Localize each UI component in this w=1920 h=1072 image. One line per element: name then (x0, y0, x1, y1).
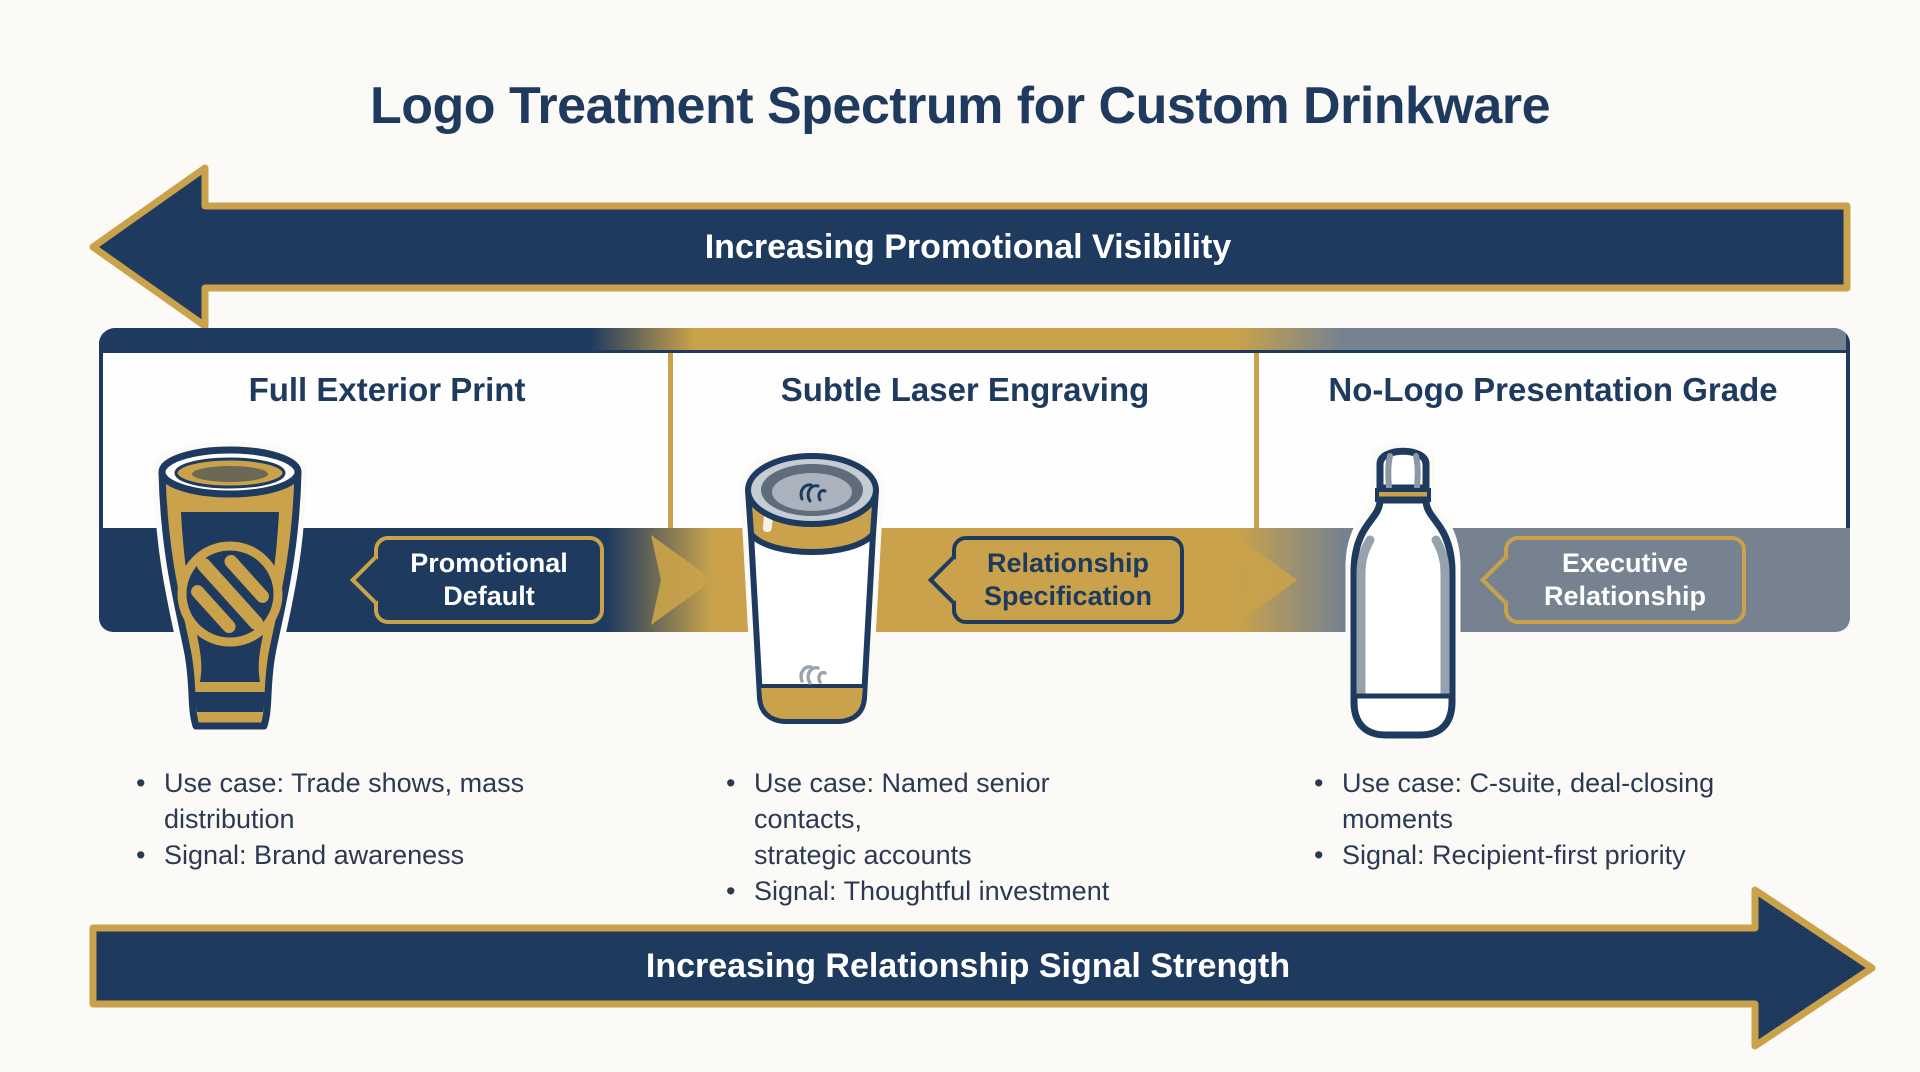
bullet-item: Signal: Thoughtful investment (718, 874, 1158, 910)
badge-relationship-specification: Relationship Specification (952, 536, 1184, 624)
badge-promotional-default: Promotional Default (374, 536, 604, 624)
panel-left-border (99, 328, 103, 528)
printed-tumbler-icon (158, 446, 302, 730)
engraved-tumbler-icon (745, 453, 879, 724)
bullet-item: Signal: Brand awareness (128, 838, 538, 874)
page-title: Logo Treatment Spectrum for Custom Drink… (370, 77, 1550, 135)
bullet-item: Signal: Recipient-first priority (1306, 838, 1736, 874)
top-arrow-left (89, 164, 1851, 330)
band-chevron-icon (1235, 535, 1297, 625)
column-header-no-logo-presentation-grade: No-Logo Presentation Grade (1328, 371, 1778, 408)
column-header-full-exterior-print: Full Exterior Print (248, 371, 526, 408)
column-divider-1 (668, 353, 673, 528)
panel-gradient-bar (99, 328, 1850, 353)
bottom-arrow-right (89, 886, 1876, 1050)
column-header-subtle-laser-engraving: Subtle Laser Engraving (780, 371, 1150, 408)
plain-bottle-icon (1350, 447, 1456, 739)
band-chevron-icon (651, 535, 713, 625)
badge-executive-relationship: Executive Relationship (1504, 536, 1746, 624)
panel-right-border (1846, 328, 1850, 528)
top-arrow-label: Increasing Promotional Visibility (704, 228, 1232, 266)
bullet-item: Use case: Trade shows, mass distribution (128, 766, 538, 838)
bullet-list-subtle-laser-engraving: Use case: Named senior contacts, strateg… (718, 766, 1158, 910)
column-divider-2 (1254, 353, 1259, 528)
bottom-arrow-label: Increasing Relationship Signal Strength (645, 947, 1291, 985)
bullet-item: Use case: C-suite, deal-closing moments (1306, 766, 1736, 838)
bullet-item: Use case: Named senior contacts, strateg… (718, 766, 1158, 874)
bullet-list-full-exterior-print: Use case: Trade shows, mass distribution… (128, 766, 538, 874)
bullet-list-no-logo-presentation-grade: Use case: C-suite, deal-closing moments … (1306, 766, 1736, 874)
